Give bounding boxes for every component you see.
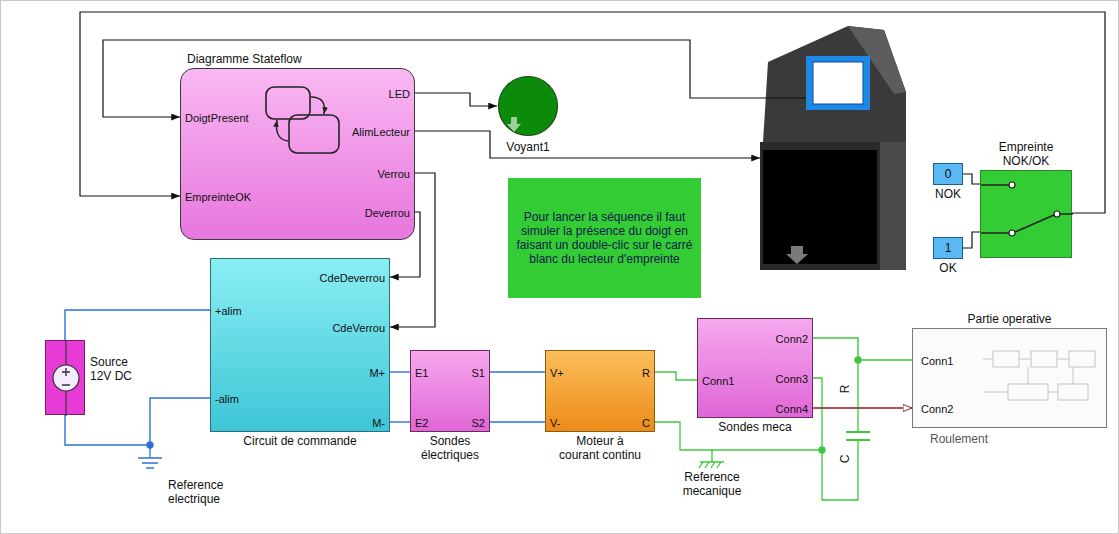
block-label: Pour lancer la séquence il faut simuler …: [514, 210, 695, 266]
port-label: S2: [472, 416, 485, 430]
port-label: CdeVerrou: [332, 321, 385, 335]
port-label: E2: [415, 416, 428, 430]
port-label: EmpreinteOK: [185, 190, 251, 204]
block-label: NOK: [928, 187, 968, 201]
electrical-ground: [138, 442, 162, 468]
port-label: Deverrou: [365, 206, 410, 220]
mechanical-sensors: Conn2Conn1Conn3Conn4Sondes meca: [697, 318, 813, 418]
voltage-source: Source 12V DC: [45, 340, 85, 415]
signal-line: [390, 421, 410, 422]
block-label: OK: [928, 261, 968, 275]
signal-line: [963, 232, 980, 248]
block-label: Partie operative: [912, 312, 1107, 326]
port-label: C: [838, 452, 852, 466]
switch-symbol: [981, 171, 1071, 257]
note-box: Pour lancer la séquence il faut simuler …: [508, 178, 701, 298]
port-label: Conn3: [776, 372, 808, 386]
port-label: Conn4: [776, 402, 808, 416]
block-label: Empreinte NOK/OK: [984, 140, 1068, 168]
block-label: Moteur à courant continu: [556, 434, 644, 462]
port-label: R: [838, 382, 852, 396]
dc-source-symbol: [46, 341, 84, 414]
block-label: Voyant1: [493, 140, 563, 154]
port-label: Conn1: [702, 374, 734, 388]
indicator-lamp: Voyant1: [497, 75, 559, 137]
control-circuit: CdeDeverrou+alimCdeVerrouM+-alimM-Circui…: [210, 258, 390, 432]
port-label: AlimLecteur: [352, 125, 410, 139]
port-label: M+: [369, 366, 385, 380]
dc-motor: V+RV-CMoteur à courant continu: [545, 350, 655, 432]
port-label: Conn2: [776, 332, 808, 346]
block-label: Diagramme Stateflow: [187, 52, 387, 66]
signal-line: [415, 93, 497, 106]
port-label: DoigtPresent: [185, 111, 249, 125]
ground-label: Reference mecanique: [677, 470, 747, 498]
signal-line: [390, 371, 410, 372]
signal-line: [490, 371, 545, 372]
ground-label: Reference electrique: [168, 478, 234, 506]
switch-block: Empreinte NOK/OK: [980, 170, 1072, 258]
block-label: Sondes électriques: [410, 434, 490, 462]
port-label: E1: [415, 366, 428, 380]
port-label: R: [642, 366, 650, 380]
port-label: S1: [472, 366, 485, 380]
signal-line: [813, 407, 912, 408]
plant-subsystem: Partie operativeConn1Conn2: [912, 328, 1107, 428]
port-label: Conn2: [921, 402, 953, 416]
port-label: V-: [550, 416, 560, 430]
port-label: Verrou: [378, 167, 410, 181]
block-label: 1: [935, 241, 961, 255]
port-label: M-: [372, 416, 385, 430]
signal-line: [655, 372, 697, 380]
lamp-symbol: [497, 75, 559, 137]
constant-block: 0NOK: [933, 163, 963, 185]
port-label: Conn1: [921, 354, 953, 368]
port-label: LED: [389, 87, 410, 101]
port-label: CdeDeverrou: [320, 271, 385, 285]
signal-line: [490, 421, 545, 422]
signal-line: [813, 338, 912, 360]
port-label: C: [642, 416, 650, 430]
block-label: Source 12V DC: [90, 355, 142, 383]
port-label: +alim: [215, 304, 242, 318]
signal-line: [963, 174, 980, 184]
signal-line: [65, 310, 210, 340]
signal-line: [65, 398, 210, 445]
damper-symbol: [846, 432, 870, 440]
constant-block: 1OK: [933, 237, 963, 259]
block-name: Roulement: [930, 432, 1010, 446]
block-label: 0: [935, 167, 961, 181]
block-label: Circuit de commande: [220, 434, 380, 448]
electrical-sensors: E1S1E2S2Sondes électriques: [410, 350, 490, 432]
port-label: -alim: [215, 392, 239, 406]
stateflow-chart: Diagramme StateflowDoigtPresentEmpreinte…: [180, 68, 415, 240]
block-label: Sondes meca: [700, 420, 810, 434]
fingerprint-reader: [760, 26, 906, 270]
port-label: V+: [550, 366, 564, 380]
